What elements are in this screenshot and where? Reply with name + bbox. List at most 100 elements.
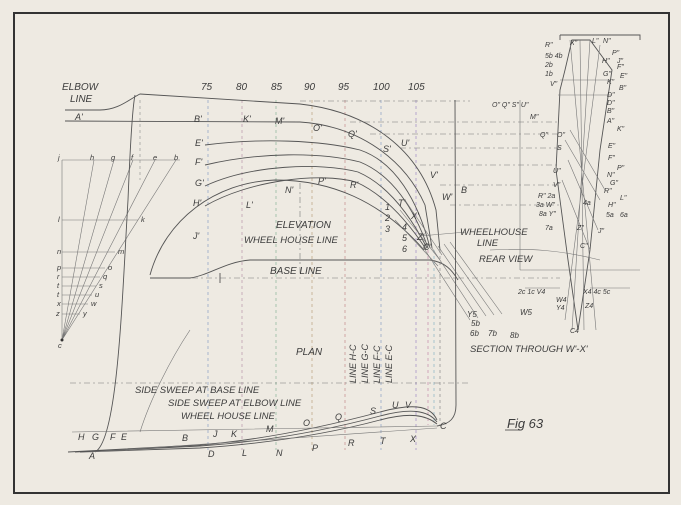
fan-point-label: t [57, 290, 60, 299]
wheelhouse-line-rear-label: WHEELHOUSE [460, 227, 528, 238]
plan-point-label: G [92, 432, 99, 442]
rear-point-label: F" [617, 64, 624, 71]
elevation-point-label: 1 [385, 202, 390, 212]
rear-view [489, 34, 641, 331]
rear-point-label: U" [553, 168, 561, 175]
plan-point-label: Q [335, 412, 342, 422]
plan-point-label: O [303, 418, 310, 428]
elevation-point-label: J' [192, 231, 200, 241]
rear-point-label: V" [550, 81, 558, 88]
elevation-point-label: X' [410, 211, 419, 221]
fan-point-label: e [153, 153, 157, 162]
elevation-point-label: 2 [384, 213, 390, 223]
rear-point-label: G" [610, 180, 618, 187]
rear-point-label: X4 4c 5c [582, 289, 611, 296]
plan-point-label: K [231, 429, 238, 439]
fan-point-label: o [108, 263, 112, 272]
rear-point-label: D" [607, 92, 615, 99]
rear-point-label: O" Q" S" U" [492, 102, 529, 109]
station-number: 95 [338, 82, 350, 93]
elevation-point-label: Z' [416, 232, 424, 242]
rear-point-label: O" [557, 132, 565, 139]
elevation-point-label: U' [401, 138, 409, 148]
rear-point-label: Z" [576, 225, 584, 232]
rear-point-label: K" [617, 126, 625, 133]
rear-point-label: G" [603, 71, 611, 78]
line-gc-label: LINE G-C [360, 343, 370, 383]
rear-point-label: 2b [544, 62, 553, 69]
plan-point-label: S [370, 406, 376, 416]
plan-point-label: E [121, 432, 128, 442]
plan-point-label: V [405, 400, 412, 410]
rear-point-label: P" [612, 50, 620, 57]
elevation-point-label: O' [313, 123, 322, 133]
elbow-line-label: LINE [70, 94, 93, 105]
rear-point-label: Z4 [584, 303, 593, 310]
projection-lines [70, 100, 560, 384]
rear-point-label: C" [580, 243, 588, 250]
rear-point-label: R" 2a [538, 193, 555, 200]
rear-point-label: S [557, 145, 562, 152]
station-number: 90 [304, 82, 316, 93]
station-number: 100 [373, 82, 390, 93]
rear-point-label: 6a [620, 212, 628, 219]
wheel-house-line-plan-label: WHEEL HOUSE LINE [181, 411, 275, 422]
line-hc-label: LINE H-C [348, 344, 358, 383]
rear-point-label: 5b 4b [545, 53, 563, 60]
plan-point-label: D [208, 449, 215, 459]
fan-point-label: g [111, 153, 116, 162]
rear-point-label: 8a Y" [539, 211, 556, 218]
fan-point-label: p [56, 263, 61, 272]
plan-point-label: P [312, 443, 318, 453]
figure-number: Fig 63 [507, 416, 544, 431]
fan-point-label: z [55, 309, 60, 318]
rear-point-label: E" [608, 143, 616, 150]
plan-point-label: C [440, 421, 447, 431]
section-point-label: 7b [488, 329, 497, 338]
plan-label: PLAN [296, 347, 323, 358]
elevation-point-label: 5 [402, 233, 408, 243]
rear-point-label: W4 [556, 297, 567, 304]
elevation-point-label: L' [246, 200, 253, 210]
plan-point-label: M [266, 424, 274, 434]
rear-point-label: 7a [545, 225, 553, 232]
station-guides [139, 100, 441, 450]
plan-view [67, 94, 457, 453]
section-point-label: Y5 [467, 310, 477, 319]
fan-point-label: s [99, 281, 103, 290]
fan-point-label: c [58, 341, 62, 350]
elevation-point-label: F' [195, 157, 202, 167]
plan-point-label: B [182, 433, 188, 443]
elevation-label: ELEVATION [276, 220, 332, 231]
elevation-point-label: V' [430, 170, 438, 180]
wheelhouse-line-rear-label: LINE [477, 238, 499, 249]
elevation-point-label: C' [423, 242, 431, 252]
elevation-point-label: W' [442, 192, 452, 202]
fan-point-label: l [58, 215, 60, 224]
fan-point-label: m [118, 247, 124, 256]
rear-point-label: P" [617, 165, 625, 172]
elevation-point-label: B [461, 185, 467, 195]
fan-point-label: k [141, 215, 146, 224]
fan-point-label: t [57, 281, 60, 290]
fan-point-label: u [95, 290, 100, 299]
section-point-label: 6b [470, 329, 479, 338]
side-sweep-elbow-label: SIDE SWEEP AT ELBOW LINE [168, 398, 302, 409]
elevation-point-label: P' [318, 176, 326, 186]
elevation-point-label: 4 [402, 222, 407, 232]
rear-point-label: Y4 [556, 305, 565, 312]
elevation-point-label: G' [195, 178, 204, 188]
line-ec-label: LINE E-C [384, 344, 394, 383]
rear-point-label: M" [530, 114, 539, 121]
rear-point-label: X" [569, 40, 578, 47]
fan-point-label: x [56, 299, 61, 308]
fan-point-label: h [90, 153, 94, 162]
fan-point-label: n [57, 247, 61, 256]
elevation-point-label: H' [193, 198, 201, 208]
fan-point-label: f [131, 153, 134, 162]
fan-point-label: r [57, 272, 60, 281]
rear-point-label: 5a [606, 212, 614, 219]
rear-point-label: B" [607, 108, 615, 115]
rear-point-label: V" [553, 182, 561, 189]
